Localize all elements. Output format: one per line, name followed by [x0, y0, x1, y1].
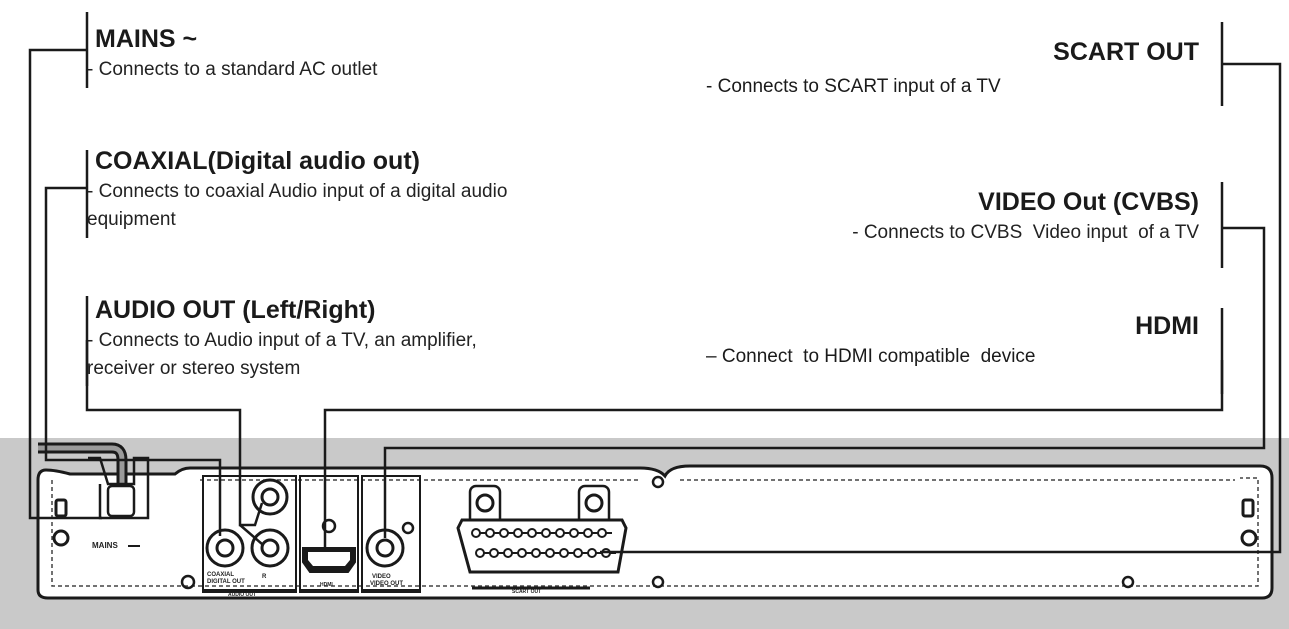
video-leader [383, 226, 1266, 538]
panel-label-audio-out: AUDIO OUT [228, 592, 256, 598]
panel-label-scart-out: SCART OUT [512, 589, 541, 595]
panel-label-coaxial-1: COAXIAL [207, 572, 234, 578]
audio-leader [85, 340, 264, 527]
scart-pins [471, 528, 616, 558]
scart-leader [600, 62, 1282, 554]
panel-label-hdmi: HDMI [320, 582, 333, 588]
panel-label-video-2: VIDEO OUT [370, 581, 403, 587]
panel-label-audio-r: R [262, 574, 267, 580]
callout-mains-desc: - Connects to a standard AC outlet [87, 58, 378, 80]
callout-audio-out-desc-1: - Connects to Audio input of a TV, an am… [87, 329, 477, 351]
callout-mains: MAINS ~ - Connects to a standard AC outl… [87, 25, 377, 81]
callout-audio-out-desc-2: receiver or stereo system [87, 357, 301, 379]
scart-mount-left-hole [475, 493, 495, 513]
video-jack-inner [375, 538, 395, 558]
panel-screw-b [651, 475, 665, 489]
callout-hdmi-title: HDMI [1135, 312, 1199, 340]
video-screw [401, 521, 415, 535]
scart-mount-right-hole [584, 493, 604, 513]
callout-coaxial: COAXIAL(Digital audio out) - Connects to… [87, 147, 507, 231]
coaxial-leader [44, 186, 222, 536]
callout-audio-out-title: AUDIO OUT (Left/Right) [95, 296, 376, 324]
audio-leader-branch [239, 524, 263, 545]
callout-coaxial-title: COAXIAL(Digital audio out) [95, 147, 420, 175]
callout-audio-out: AUDIO OUT (Left/Right) - Connects to Aud… [87, 296, 477, 380]
mains-leader [28, 48, 102, 520]
panel-label-video-1: VIDEO [372, 574, 391, 580]
mains-plug [106, 484, 136, 518]
callout-video-out-desc: - Connects to CVBS Video input of a TV [852, 221, 1199, 243]
right-screw [1240, 529, 1258, 547]
panel-screw-c [651, 575, 665, 589]
callout-video-out: VIDEO Out (CVBS) - Connects to CVBS Vide… [852, 188, 1199, 244]
callout-scart-out-desc: - Connects to SCART input of a TV [706, 76, 1001, 97]
panel-label-coaxial-2: DIGITAL OUT [207, 579, 245, 585]
scart-socket [456, 518, 628, 574]
coaxial-jack-inner [215, 538, 235, 558]
right-slot [1241, 498, 1255, 518]
callout-mains-title: MAINS ~ [95, 25, 198, 53]
hdmi-screw [321, 518, 337, 534]
callout-coaxial-desc-1: - Connects to coaxial Audio input of a d… [87, 180, 508, 202]
callout-scart-out-title: SCART OUT [1053, 38, 1199, 66]
panel-screw-a [180, 574, 196, 590]
panel-screw-d [1121, 575, 1135, 589]
callout-hdmi-desc: – Connect to HDMI compatible device [706, 346, 1036, 367]
audio-r-jack-inner [260, 487, 280, 507]
audio-l-jack-inner [260, 538, 280, 558]
callout-video-out-title: VIDEO Out (CVBS) [978, 188, 1199, 216]
device-inner-outline [51, 477, 1259, 587]
mains-socket-housing [88, 456, 150, 520]
callout-coaxial-desc-2: equipment [87, 208, 176, 230]
left-slot [54, 498, 68, 518]
callout-hdmi: HDMI [1135, 312, 1199, 342]
hdmi-leader [323, 360, 1224, 550]
callout-scart-out: SCART OUT [1053, 38, 1199, 68]
panel-label-mains: MAINS [92, 541, 118, 550]
hdmi-port-inner [308, 552, 350, 566]
left-screw [52, 529, 70, 547]
